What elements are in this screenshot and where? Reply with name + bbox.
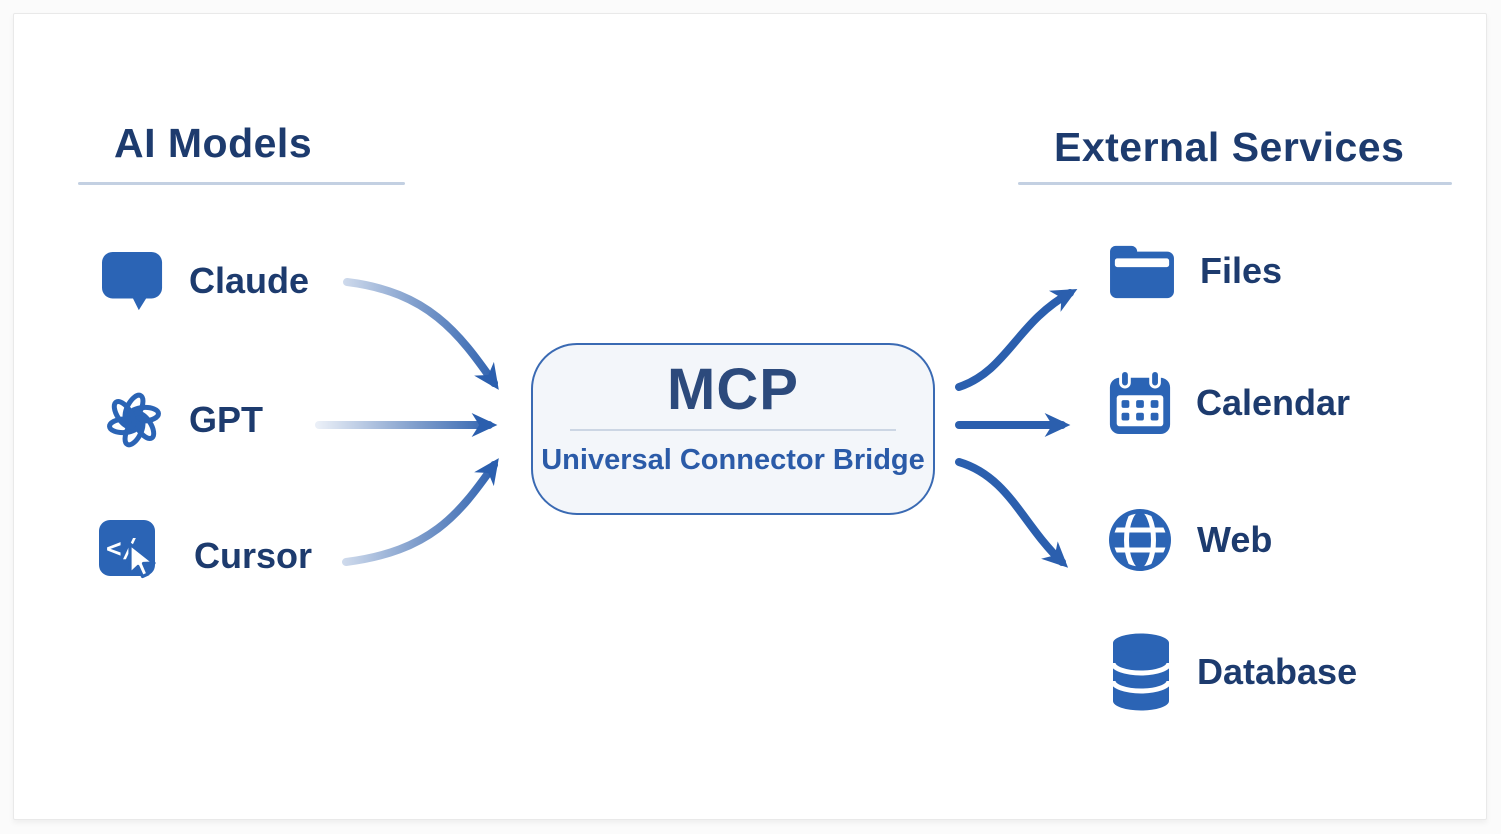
mcp-subtitle: Universal Connector Bridge: [541, 444, 925, 476]
model-item-claude: Claude: [100, 250, 309, 312]
model-label-gpt: GPT: [189, 399, 264, 440]
service-label-web: Web: [1197, 519, 1273, 560]
service-item-database: Database: [1108, 631, 1357, 713]
cursor-code-icon: </: [99, 520, 156, 579]
service-label-database: Database: [1197, 651, 1358, 692]
model-item-cursor: </ Cursor: [97, 518, 312, 594]
external-services-underline: [1018, 182, 1452, 185]
globe-icon: [1109, 509, 1171, 571]
mcp-bridge-box: MCP Universal Connector Bridge: [531, 343, 935, 515]
ai-models-underline: [78, 182, 405, 185]
mcp-divider: [570, 429, 896, 431]
openai-icon: [107, 392, 161, 448]
external-services-heading: External Services: [1054, 124, 1405, 170]
model-label-claude: Claude: [189, 260, 310, 301]
folder-icon: [1110, 245, 1174, 299]
service-label-calendar: Calendar: [1196, 382, 1351, 423]
service-item-web: Web: [1106, 506, 1272, 574]
service-item-calendar: Calendar: [1107, 369, 1350, 437]
service-label-files: Files: [1200, 250, 1283, 291]
ai-models-heading: AI Models: [114, 120, 313, 166]
database-icon: [1110, 633, 1172, 711]
model-label-cursor: Cursor: [194, 535, 313, 576]
model-item-gpt: GPT: [102, 388, 263, 452]
service-item-files: Files: [1107, 240, 1282, 302]
calendar-icon: [1109, 369, 1171, 435]
chat-bubble-icon: [102, 251, 163, 311]
mcp-title: MCP: [667, 357, 799, 422]
